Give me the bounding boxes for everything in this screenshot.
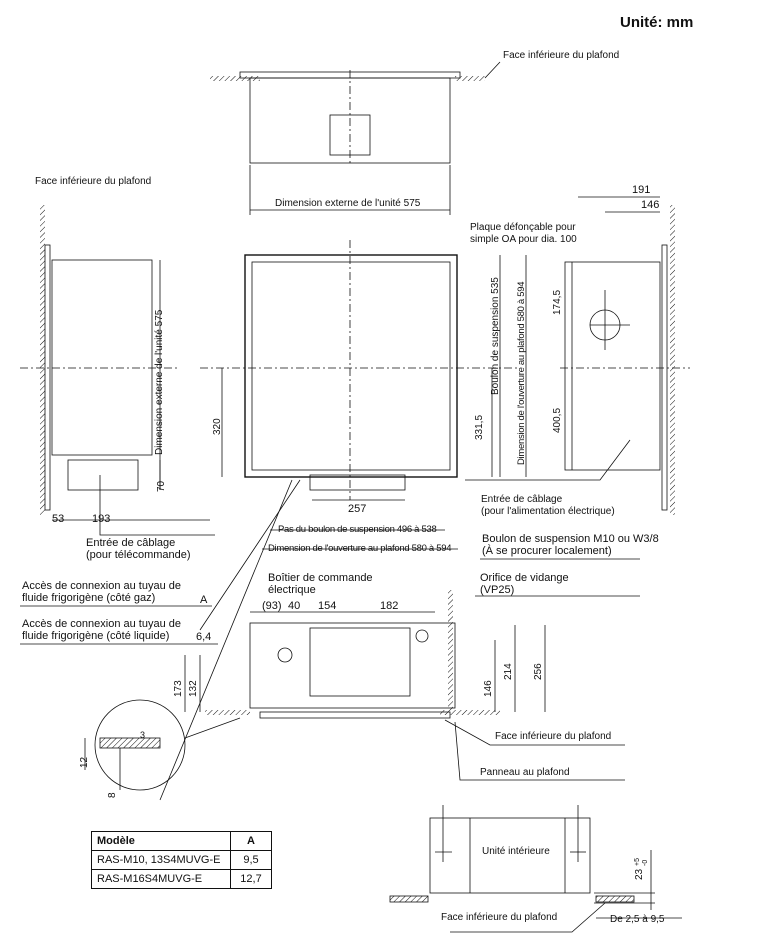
top-view <box>210 61 501 215</box>
dim-132: 132 <box>188 680 199 697</box>
a-cell: 9,5 <box>230 850 272 870</box>
header-a: A <box>230 831 272 851</box>
gas-pipe-size: A <box>200 594 208 606</box>
table-row: RAS-M10, 13S4MUVG-E 9,5 <box>91 850 272 870</box>
opening-dimension-horizontal: Dimension de l'ouverture au plafond 580 … <box>268 543 452 554</box>
opening-dimension-vertical: Dimension de l'ouverture au plafond 580 … <box>516 281 527 465</box>
bolt-pitch-horizontal: Pas du boulon de suspension 496 à 538 <box>278 524 437 535</box>
detail-view <box>84 699 241 791</box>
dim-400-5: 400,5 <box>552 407 563 433</box>
dim-174-5: 174,5 <box>552 289 563 315</box>
dim-93: (93) <box>262 600 282 612</box>
model-table: Modèle A RAS-M10, 13S4MUVG-E 9,5 RAS-M16… <box>91 831 272 889</box>
dim-173: 173 <box>173 680 184 697</box>
bolt-pitch-535: Boulon de suspension 535 <box>490 277 501 395</box>
dim-40: 40 <box>288 600 301 612</box>
dim-257: 257 <box>348 503 367 515</box>
right-view <box>465 196 690 515</box>
dim-214: 214 <box>503 663 514 680</box>
dim-70: 70 <box>156 480 167 492</box>
model-cell: RAS-M10, 13S4MUVG-E <box>91 850 231 870</box>
gas-pipe-callout: Accès de connexion au tuyau de fluide fr… <box>22 580 182 604</box>
table-row: RAS-M16S4MUVG-E 12,7 <box>91 869 272 889</box>
tolerance-minus: -0 <box>642 859 649 866</box>
unit-label: Unité: mm <box>620 14 694 31</box>
dim-146-right: 146 <box>641 199 660 211</box>
left-ceiling-face-label: Face inférieure du plafond <box>35 176 152 187</box>
knockout-plate-label: Plaque défonçable pour simple OA pour di… <box>470 222 577 245</box>
power-wiring-entry-label: Entrée de câblage (pour l'alimentation é… <box>481 494 615 517</box>
front-view <box>184 590 625 781</box>
indoor-unit-label: Unité intérieure <box>482 846 550 857</box>
detail-dim-8: 8 <box>107 792 118 798</box>
table-header: Modèle A <box>91 831 272 851</box>
liquid-pipe-size: 6,4 <box>196 631 212 643</box>
dim-53: 53 <box>52 513 65 525</box>
top-outer-dimension: Dimension externe de l'unité 575 <box>275 198 421 209</box>
hanging-bolt-spec: Boulon de suspension M10 ou W3/8 (À se p… <box>482 533 659 557</box>
install-ceiling-face-label: Face inférieure du plafond <box>441 912 558 923</box>
dim-182: 182 <box>380 600 399 612</box>
dim-331-5: 331,5 <box>474 414 485 440</box>
front-ceiling-face-label: Face inférieure du plafond <box>495 731 612 742</box>
ceiling-panel-label: Panneau au plafond <box>480 767 570 778</box>
detail-dim-12: 12 <box>79 756 90 768</box>
detail-dim-3: 3 <box>140 730 146 740</box>
model-cell: RAS-M16S4MUVG-E <box>91 869 231 889</box>
plan-view <box>159 240 527 801</box>
remote-wiring-entry-label: Entrée de câblage (pour télécommande) <box>86 537 191 561</box>
header-model: Modèle <box>91 831 231 851</box>
dim-193: 193 <box>92 513 111 525</box>
dim-146-front: 146 <box>483 680 494 697</box>
liquid-pipe-callout: Accès de connexion au tuyau de fluide fr… <box>22 618 182 642</box>
dim-191: 191 <box>632 184 651 196</box>
top-ceiling-face-label: Face inférieure du plafond <box>503 50 620 61</box>
control-box-label: Boîtier de commande électrique <box>268 572 373 596</box>
a-cell: 12,7 <box>230 869 272 889</box>
dim-256: 256 <box>533 663 544 680</box>
dim-320: 320 <box>212 418 223 435</box>
install-detail <box>389 805 682 933</box>
gap-dimension: De 2,5 à 9,5 <box>610 914 665 925</box>
drain-port-label: Orifice de vidange (VP25) <box>480 572 569 596</box>
left-outer-dimension: Dimension externe de l'unité 575 <box>154 309 165 455</box>
left-view <box>20 205 215 536</box>
dim-23: 23 <box>634 868 645 880</box>
dim-154: 154 <box>318 600 337 612</box>
